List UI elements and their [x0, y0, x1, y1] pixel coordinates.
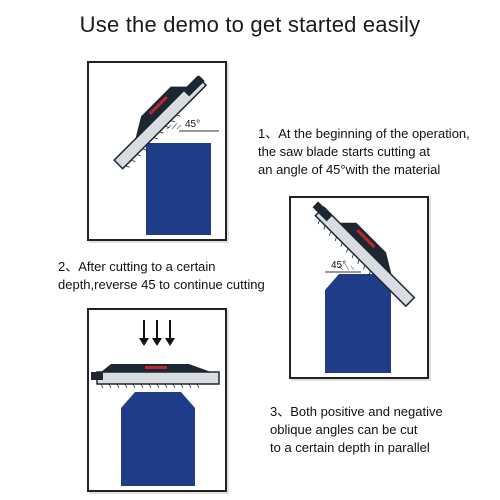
demo-panel-2: 45°	[289, 196, 429, 379]
demo-illustration-2: 45°	[312, 201, 416, 373]
step-2-text: 2、After cutting to a certain depth,rever…	[58, 258, 265, 294]
saw-blade	[113, 75, 208, 170]
angle-label: 45°	[331, 260, 346, 271]
angle-label: 45°	[185, 119, 200, 130]
angle-hatch	[166, 122, 182, 130]
step-1-line-1: 1、At the beginning of the operation,	[258, 126, 470, 141]
material-block	[121, 392, 195, 486]
step-3-line-2: oblique angles can be cut	[270, 422, 418, 437]
step-2-line-2: depth,reverse 45 to continue cutting	[58, 277, 265, 292]
step-3-line-1: 3、Both positive and negative	[270, 404, 443, 419]
material-block	[146, 143, 211, 235]
demo-panel-3	[87, 308, 227, 492]
demo-panel-1: 45°	[87, 61, 227, 241]
saw-blade	[91, 364, 220, 389]
step-2-line-1: 2、After cutting to a certain	[58, 259, 216, 274]
demo-illustration-3	[91, 320, 220, 486]
saw-blade	[312, 201, 416, 308]
step-1-text: 1、At the beginning of the operation, the…	[258, 125, 470, 179]
angle-hatch	[338, 263, 355, 271]
step-1-line-2: the saw blade starts cutting at	[258, 144, 430, 159]
step-3-text: 3、Both positive and negative oblique ang…	[270, 403, 443, 457]
demo-illustration-1: 45°	[113, 75, 219, 235]
material-block	[325, 274, 391, 373]
down-arrow-icons	[139, 320, 175, 346]
step-1-line-3: an angle of 45°with the material	[258, 162, 441, 177]
page-title: Use the demo to get started easily	[79, 12, 421, 37]
step-3-line-3: to a certain depth in parallel	[270, 440, 430, 455]
